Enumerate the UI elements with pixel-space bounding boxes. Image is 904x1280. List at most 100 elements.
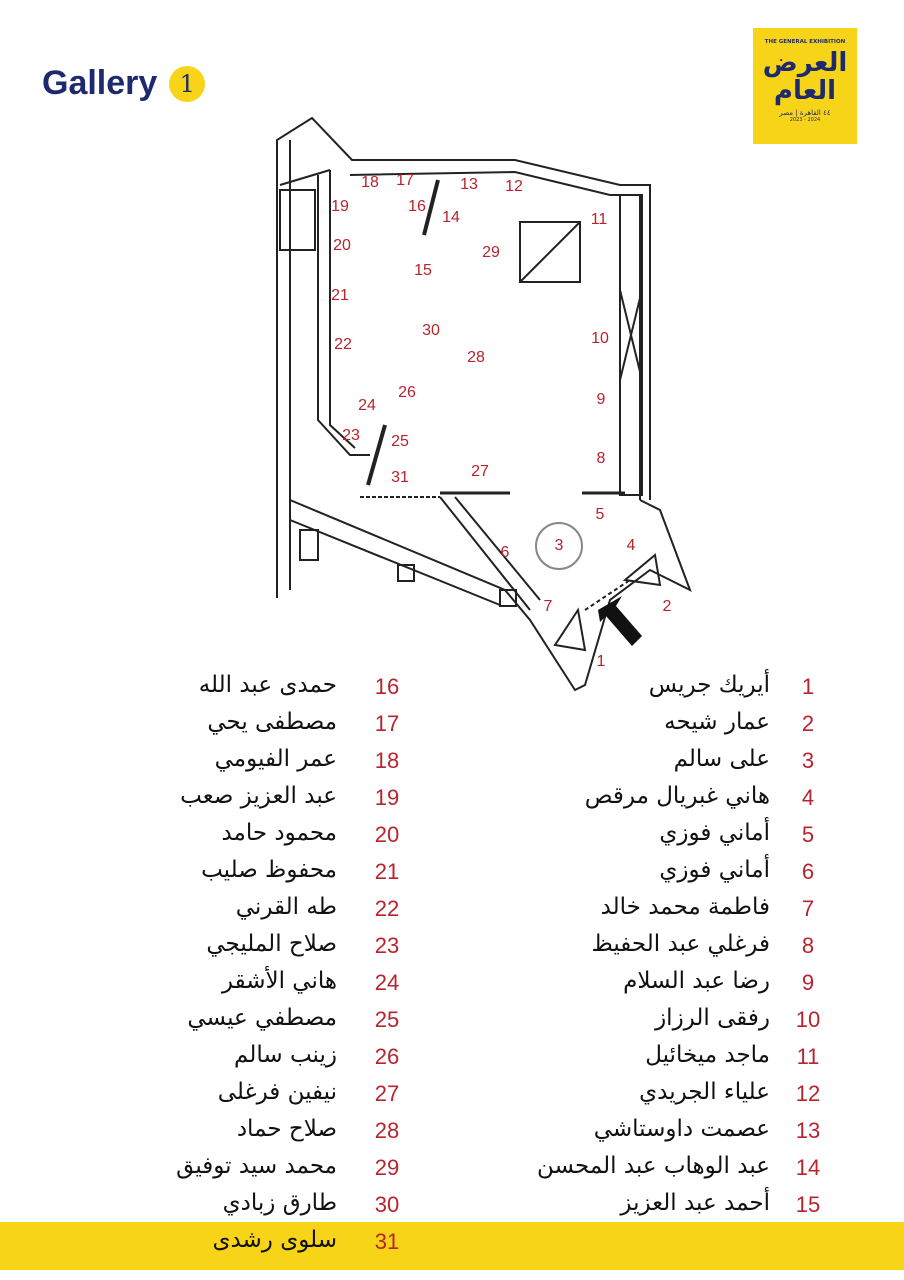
artist-number: 2 bbox=[801, 711, 815, 736]
artist-number: 23 bbox=[374, 933, 400, 958]
artist-name: محمد سيد توفيق bbox=[176, 1153, 337, 1179]
artist-name: رضا عبد السلام bbox=[623, 968, 770, 994]
map-label: 27 bbox=[471, 463, 489, 480]
artist-number: 20 bbox=[374, 822, 400, 847]
artist-number: 9 bbox=[801, 970, 815, 995]
artist-name: محمود حامد bbox=[221, 820, 337, 846]
artist-name: سلوى رشدى bbox=[212, 1227, 337, 1253]
artist-name: صلاح المليجي bbox=[206, 931, 337, 957]
artist-number: 28 bbox=[374, 1118, 400, 1143]
artist-name: هاني غبريال مرقص bbox=[584, 783, 770, 809]
artist-name: حمدى عبد الله bbox=[198, 672, 337, 698]
artist-number: 8 bbox=[801, 933, 815, 958]
map-label: 14 bbox=[442, 209, 460, 226]
artist-name: أماني فوزي bbox=[659, 820, 770, 846]
map-label: 6 bbox=[501, 544, 510, 561]
map-label: 2 bbox=[663, 598, 672, 615]
artist-number: 26 bbox=[374, 1044, 400, 1069]
logo-city-text: القاهرة | مصر bbox=[779, 109, 821, 117]
map-labels: 1 2 3 4 5 6 7 8 9 10 11 12 13 14 15 16 1… bbox=[331, 172, 671, 670]
artist-name: صلاح حماد bbox=[236, 1116, 337, 1142]
artist-number: 22 bbox=[374, 896, 400, 921]
artist-number: 24 bbox=[374, 970, 400, 995]
artist-number: 13 bbox=[795, 1118, 821, 1143]
map-label: 31 bbox=[391, 469, 409, 486]
artist-name: أماني فوزي bbox=[659, 857, 770, 883]
artist-number: 12 bbox=[795, 1081, 821, 1106]
map-label: 4 bbox=[627, 537, 636, 554]
artist-number: 7 bbox=[801, 896, 815, 921]
artist-name: فرغلي عبد الحفيظ bbox=[591, 931, 770, 957]
logo-years: 2023 - 2024 bbox=[789, 117, 821, 123]
artist-number: 29 bbox=[374, 1155, 400, 1180]
map-label: 19 bbox=[331, 198, 349, 215]
artist-name: نيفين فرغلى bbox=[217, 1079, 337, 1105]
map-label: 10 bbox=[591, 330, 609, 347]
artist-name: أيريك جريس bbox=[648, 672, 770, 698]
map-label: 25 bbox=[391, 433, 409, 450]
artist-number: 16 bbox=[374, 674, 400, 699]
logo-english: THE GENERAL EXHIBITION bbox=[764, 39, 846, 45]
floor-plan: 1 2 3 4 5 6 7 8 9 10 11 12 13 14 15 16 1… bbox=[276, 116, 692, 692]
artist-number: 3 bbox=[801, 748, 815, 773]
artist-name: مصطفي عيسي bbox=[187, 1005, 337, 1031]
artist-name: طه القرني bbox=[235, 894, 337, 920]
map-label: 24 bbox=[358, 397, 376, 414]
map-label: 13 bbox=[460, 176, 478, 193]
artist-number: 1 bbox=[801, 674, 815, 699]
artist-name: زينب سالم bbox=[234, 1042, 337, 1068]
map-label: 26 bbox=[398, 384, 416, 401]
map-label: 30 bbox=[422, 322, 440, 339]
artist-name: أحمد عبد العزيز bbox=[620, 1190, 770, 1216]
artist-name: عبد العزيز صعب bbox=[180, 783, 337, 809]
artist-name: عصمت داوستاشي bbox=[593, 1116, 770, 1142]
exhibition-logo: THE GENERAL EXHIBITION العرض العام ٤٤ ال… bbox=[753, 28, 857, 144]
artist-name: عمار شيحه bbox=[664, 709, 770, 735]
artist-name: فاطمة محمد خالد bbox=[600, 894, 770, 920]
entrance-arrow-icon bbox=[598, 596, 642, 646]
artist-number: 18 bbox=[374, 748, 400, 773]
map-label: 21 bbox=[331, 287, 349, 304]
center-circle bbox=[535, 522, 583, 570]
artist-number: 14 bbox=[795, 1155, 821, 1180]
artist-number: 25 bbox=[374, 1007, 400, 1032]
page-title: Gallery 1 bbox=[42, 64, 206, 103]
artist-number: 17 bbox=[374, 711, 400, 736]
artist-number: 10 bbox=[795, 1007, 821, 1032]
artist-name: محفوظ صليب bbox=[201, 857, 337, 883]
artist-name: علياء الجريدي bbox=[639, 1079, 770, 1105]
logo-arabic: العرض العام bbox=[762, 48, 848, 106]
artist-name: عمر الفيومي bbox=[214, 746, 337, 772]
map-label: 29 bbox=[482, 244, 500, 261]
artist-number: 27 bbox=[374, 1081, 400, 1106]
walls bbox=[276, 116, 692, 692]
map-label: 28 bbox=[467, 349, 485, 366]
logo-city: ٤٤ القاهرة | مصر bbox=[753, 109, 857, 117]
artist-name: ماجد ميخائيل bbox=[645, 1042, 770, 1068]
map-label: 3 bbox=[555, 537, 564, 554]
artist-name: على سالم bbox=[673, 746, 770, 772]
map-label: 8 bbox=[597, 450, 606, 467]
map-label: 1 bbox=[597, 653, 606, 670]
artist-number: 4 bbox=[801, 785, 815, 810]
artist-name: عبد الوهاب عبد المحسن bbox=[536, 1153, 770, 1179]
artist-number: 21 bbox=[374, 859, 400, 884]
map-label: 9 bbox=[597, 391, 606, 408]
artist-name: مصطفى يحي bbox=[207, 709, 337, 735]
map-label: 16 bbox=[408, 198, 426, 215]
artist-number: 5 bbox=[801, 822, 815, 847]
highlight-bar bbox=[0, 1222, 904, 1270]
artist-number: 11 bbox=[796, 1044, 820, 1069]
artist-number: 15 bbox=[795, 1192, 821, 1217]
map-label: 11 bbox=[591, 211, 608, 228]
artist-name: هاني الأشقر bbox=[221, 968, 337, 994]
map-label: 18 bbox=[361, 174, 379, 191]
artist-number: 19 bbox=[374, 785, 400, 810]
gallery-number-badge: 1 bbox=[169, 65, 206, 102]
map-label: 7 bbox=[544, 598, 553, 615]
map-label: 5 bbox=[596, 506, 605, 523]
map-label: 15 bbox=[414, 262, 432, 279]
artist-number: 6 bbox=[801, 859, 815, 884]
map-label: 23 bbox=[342, 427, 360, 444]
